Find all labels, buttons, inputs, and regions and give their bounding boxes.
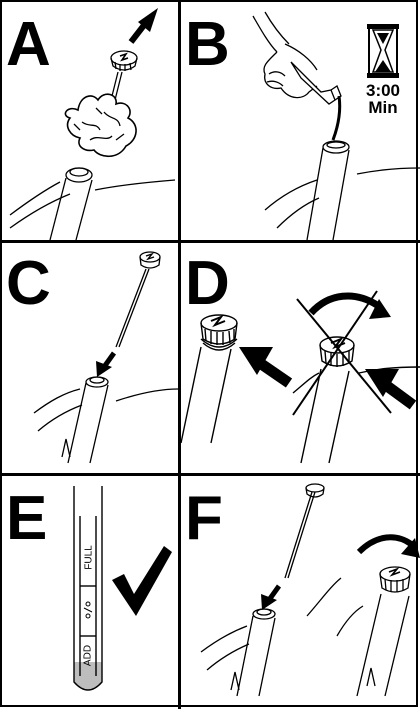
- rotate-arrow-icon: [359, 537, 420, 558]
- panel-f-illustration: [181, 476, 420, 709]
- dipstick-full-mark: FULL: [84, 533, 95, 583]
- panel-a-illustration: [0, 0, 178, 240]
- arrow-up-right-icon: [131, 8, 158, 42]
- hourglass-icon: [367, 24, 399, 78]
- arrow-left-icon-2: [365, 369, 413, 405]
- checkmark-icon: [112, 546, 172, 616]
- timer-unit: Min: [353, 99, 413, 116]
- timer-time: 3:00: [353, 82, 413, 99]
- panel-c: C: [0, 243, 178, 473]
- arrow-down-icon: [96, 353, 114, 377]
- dipstick-add-mark: ADD: [83, 634, 94, 678]
- panel-d-illustration: [181, 243, 420, 473]
- panel-b: B: [181, 0, 420, 240]
- panel-a: A: [0, 0, 178, 240]
- panel-c-illustration: [0, 243, 178, 473]
- arrow-down-icon: [261, 586, 279, 610]
- arrow-left-icon: [239, 347, 289, 383]
- panel-e: E FULL ADD: [0, 476, 178, 709]
- panel-b-illustration: [181, 0, 420, 240]
- panel-d: D: [181, 243, 420, 473]
- rotate-arrow-icon: [311, 296, 391, 319]
- panel-f: F: [181, 476, 420, 709]
